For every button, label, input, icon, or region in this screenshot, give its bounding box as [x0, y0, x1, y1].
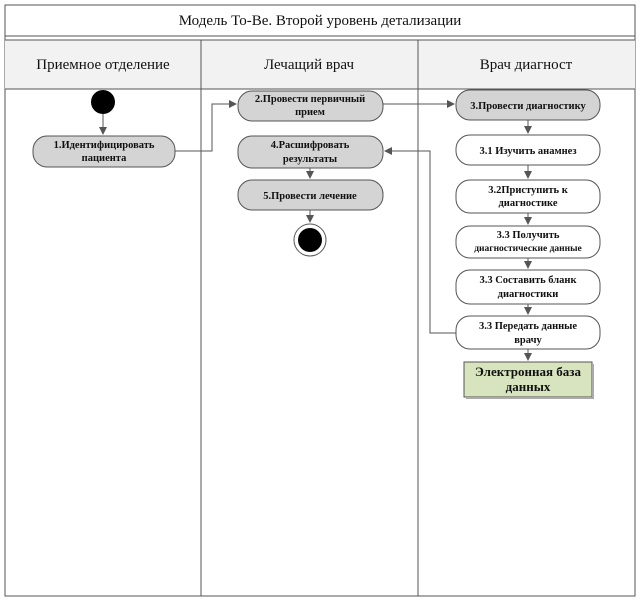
svg-text:5.Провести лечение: 5.Провести лечение: [263, 191, 357, 202]
svg-text:3.3 Передать данные: 3.3 Передать данные: [479, 321, 577, 332]
svg-text:3.Провести диагностику: 3.Провести диагностику: [470, 101, 586, 112]
lane-title-attending-doctor: Лечащий врач: [264, 57, 355, 73]
activity-decode-results: 4.Расшифровать результаты: [237, 135, 384, 169]
svg-text:диагностики: диагностики: [498, 289, 559, 300]
activity-identify-patient: 1.Идентифицировать пациента: [32, 135, 176, 168]
svg-text:врачу: врачу: [514, 335, 542, 346]
svg-text:3.3 Получить: 3.3 Получить: [497, 230, 560, 241]
svg-text:3.1 Изучить анамнез: 3.1 Изучить анамнез: [479, 146, 576, 157]
lane-title-diagnostician: Врач диагност: [480, 57, 573, 73]
svg-text:прием: прием: [295, 107, 325, 118]
svg-text:2.Провести первичный: 2.Провести первичный: [255, 94, 365, 105]
svg-text:диагностические данные: диагностические данные: [474, 244, 582, 254]
end-node: [298, 228, 322, 252]
activity-get-diagnostic-data: 3.3 Получить диагностические данные: [455, 225, 601, 259]
activity-transfer-data-to-doctor: 3.3 Передать данные врачу: [455, 315, 601, 350]
svg-text:диагностике: диагностике: [499, 198, 558, 209]
edge-a33c-to-a4: [384, 147, 456, 334]
activity-start-diagnostics: 3.2Приступить к диагностике: [455, 179, 601, 214]
lane-title-reception: Приемное отделение: [36, 57, 170, 73]
edge-a1-to-a2: [175, 100, 237, 152]
svg-text:результаты: результаты: [283, 154, 337, 165]
activity-compose-diagnostic-form: 3.3 Составить бланк диагностики: [455, 269, 601, 305]
activity-conduct-treatment: 5.Провести лечение: [237, 179, 384, 211]
start-node: [91, 90, 115, 114]
svg-text:Электронная база: Электронная база: [475, 364, 581, 379]
activity-conduct-diagnostics: 3.Провести диагностику: [455, 89, 601, 121]
activity-initial-appointment: 2.Провести первичный прием: [237, 90, 384, 122]
outer-frame: [4, 4, 636, 597]
svg-text:3.2Приступить к: 3.2Приступить к: [488, 185, 569, 196]
activity-study-anamnesis: 3.1 Изучить анамнез: [455, 134, 601, 166]
svg-text:3.3 Составить бланк: 3.3 Составить бланк: [479, 275, 577, 286]
diagram-title: Модель To-Be. Второй уровень детализации: [179, 13, 462, 29]
svg-text:1.Идентифицировать: 1.Идентифицировать: [54, 140, 155, 151]
svg-text:данных: данных: [506, 379, 551, 394]
lane-header-band: [5, 40, 635, 89]
svg-text:4.Расшифровать: 4.Расшифровать: [271, 140, 350, 151]
electronic-database: Электронная база данных: [463, 361, 594, 399]
svg-text:пациента: пациента: [82, 153, 127, 164]
